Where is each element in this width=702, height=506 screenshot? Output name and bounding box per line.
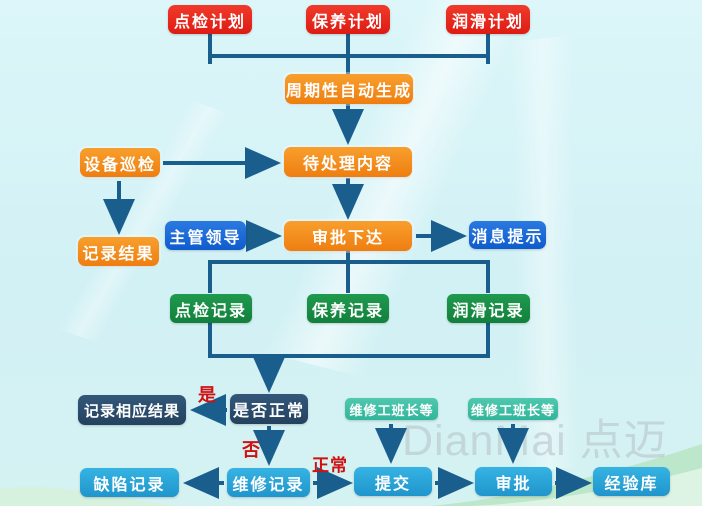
node-equipment-patrol: 设备巡检	[80, 148, 160, 177]
node-approve: 审批	[475, 467, 552, 496]
node-inspection-plan: 点检计划	[168, 5, 252, 34]
edge-label-yes: 是	[198, 385, 217, 405]
node-inspection-record: 点检记录	[170, 294, 252, 323]
node-pending-content: 待处理内容	[284, 147, 412, 177]
edge-label-normal: 正常	[312, 456, 348, 475]
node-message-notice: 消息提示	[469, 221, 546, 249]
watermark: DianMai 点迈	[402, 417, 668, 465]
node-lubrication-record: 润滑记录	[447, 294, 530, 323]
node-record-corresponding-result: 记录相应结果	[78, 395, 186, 425]
node-maintenance-record: 保养记录	[307, 294, 389, 323]
node-repair-record: 维修记录	[227, 468, 310, 497]
node-defect-record: 缺陷记录	[80, 468, 179, 497]
node-repair-foreman-2: 维修工班长等	[468, 398, 558, 420]
node-record-result: 记录结果	[78, 237, 159, 266]
node-maintenance-plan: 保养计划	[306, 5, 390, 34]
node-submit: 提交	[354, 467, 432, 496]
node-experience-lib: 经验库	[593, 467, 670, 496]
node-approval-issue: 审批下达	[284, 221, 412, 251]
node-supervisor: 主管领导	[165, 221, 246, 250]
node-auto-generate: 周期性自动生成	[285, 74, 413, 104]
node-is-normal: 是否正常	[230, 394, 308, 424]
node-lubrication-plan: 润滑计划	[446, 5, 530, 34]
edge-label-no: 否	[242, 440, 261, 460]
node-repair-foreman-1: 维修工班长等	[345, 398, 438, 420]
